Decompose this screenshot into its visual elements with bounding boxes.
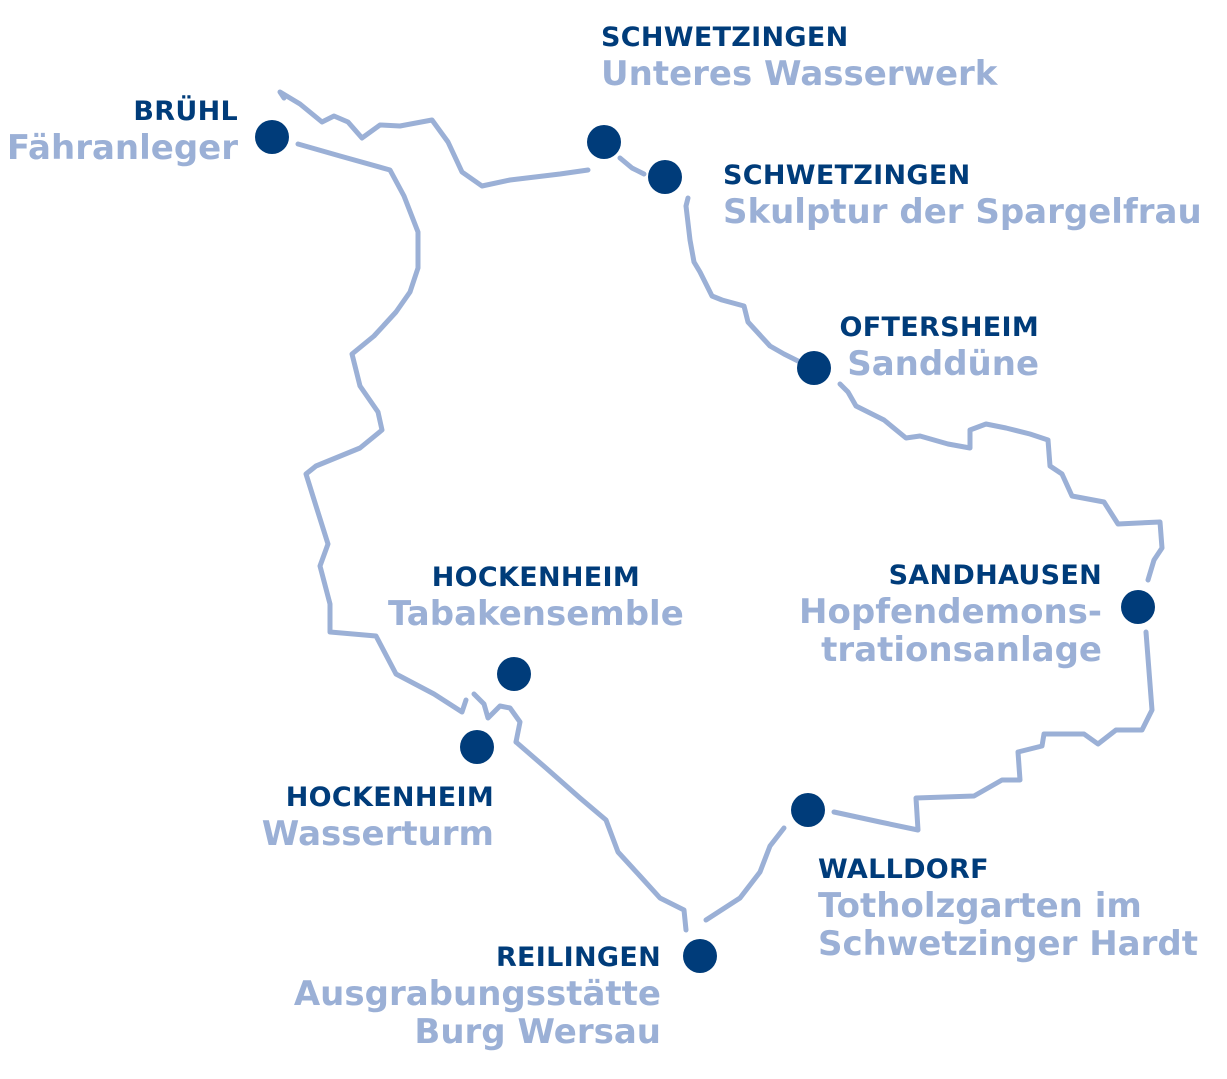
site-name: Tabakensemble [388, 594, 684, 634]
town-name: SCHWETZINGEN [723, 160, 971, 191]
town-name: SANDHAUSEN [888, 560, 1102, 591]
route-segment-hockenheim [471, 691, 523, 745]
label-oftersheim: OFTERSHEIM Sanddüne [840, 314, 1039, 381]
site-name-line-2: Burg Wersau [414, 1012, 661, 1052]
site-name: Unteres Wasserwerk [601, 54, 998, 94]
label-hockenheim-tabak: HOCKENHEIM Tabakensemble [388, 564, 684, 631]
stop-marker-oftersheim[interactable] [797, 351, 831, 385]
town-name: OFTERSHEIM [839, 312, 1039, 343]
stop-marker-schwetzingen-wasserwerk[interactable] [587, 125, 621, 159]
label-bruehl: BRÜHL Fähranleger [7, 98, 238, 165]
route-segment-south-west [513, 739, 689, 933]
route-segment-north [277, 89, 591, 189]
site-name: Fähranleger [6, 128, 238, 168]
town-name: HOCKENHEIM [431, 562, 641, 593]
site-name-line-2: Schwetzinger Hardt [818, 924, 1198, 964]
label-schwetzingen-spargelfrau: SCHWETZINGEN Skulptur der Spargelfrau [723, 162, 1202, 229]
site-name: Sanddüne [847, 344, 1039, 384]
route-segment-west [295, 141, 469, 715]
site-name: Wasserturm [261, 814, 494, 854]
stop-marker-reilingen[interactable] [683, 939, 717, 973]
site-name: Skulptur der Spargelfrau [723, 192, 1202, 232]
stop-marker-hockenheim-tabak[interactable] [497, 657, 531, 691]
town-name: HOCKENHEIM [285, 782, 494, 813]
site-name-line-2: trationsanlage [821, 630, 1102, 670]
stop-marker-hockenheim-wasserturm[interactable] [460, 730, 494, 764]
route-segment-schwetzingen [617, 155, 647, 177]
stop-marker-bruehl[interactable] [255, 120, 289, 154]
label-sandhausen: SANDHAUSEN Hopfendemons- trationsanlage [799, 562, 1102, 667]
route-segment-north-east [683, 195, 803, 365]
town-name: SCHWETZINGEN [601, 22, 849, 53]
label-schwetzingen-wasserwerk: SCHWETZINGEN Unteres Wasserwerk [601, 24, 997, 91]
site-name: Totholzgarten im [818, 886, 1142, 926]
stop-marker-sandhausen[interactable] [1121, 590, 1155, 624]
stop-marker-schwetzingen-spargelfrau[interactable] [648, 160, 682, 194]
route-segment-south-east [831, 629, 1155, 833]
label-reilingen: REILINGEN Ausgrabungsstätte Burg Wersau [294, 944, 661, 1049]
town-name: BRÜHL [133, 96, 238, 127]
route-segment-south [703, 825, 787, 923]
label-hockenheim-wasserturm: HOCKENHEIM Wasserturm [262, 784, 494, 851]
site-name: Ausgrabungsstätte [293, 974, 661, 1014]
label-walldorf: WALLDORF Totholzgarten im Schwetzinger H… [818, 856, 1198, 961]
town-name: WALLDORF [818, 854, 989, 885]
site-name: Hopfendemons- [799, 592, 1102, 632]
town-name: REILINGEN [495, 942, 661, 973]
stop-marker-walldorf[interactable] [791, 793, 825, 827]
route-segment-east [837, 381, 1165, 583]
